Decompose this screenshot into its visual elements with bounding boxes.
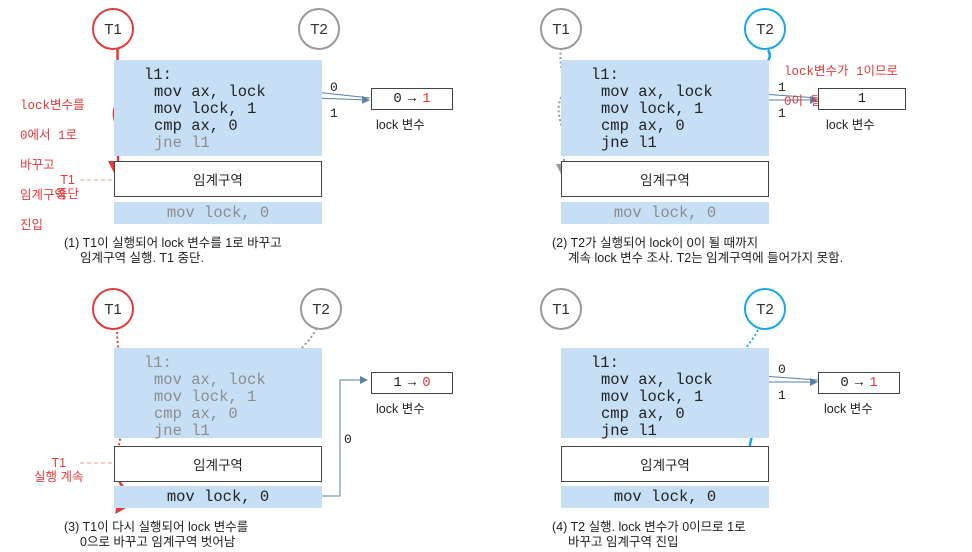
caption: (3) T1이 다시 실행되어 lock 변수를 0으로 바꾸고 임계구역 벗어… (64, 520, 249, 549)
panel-1: T1 T2 lock변수를 0에서 1로 바꾸고 임계구역 진입 l1: mov… (0, 0, 486, 276)
lock-box: 1 (818, 88, 906, 110)
t1-thread-circle: T1 (92, 288, 134, 330)
lock-caption: lock 변수 (376, 402, 425, 416)
write-arrow (314, 95, 370, 104)
critical-section: 임계구역 (561, 446, 769, 482)
write-value: 1 (330, 106, 338, 121)
t2-thread-circle: T2 (744, 288, 786, 330)
code-block: l1: mov ax, lock mov lock, 1 cmp ax, 0 j… (561, 348, 769, 440)
lock-box: 0→1 (371, 88, 453, 110)
lock-box: 1→0 (371, 372, 453, 394)
critical-section: 임계구역 (114, 161, 322, 197)
unlock-instruction: mov lock, 0 (114, 486, 322, 508)
read-value: 1 (778, 80, 786, 95)
side-note: lock변수를 0에서 1로 바꾸고 임계구역 진입 (20, 99, 85, 233)
code-block: l1: mov ax, lock mov lock, 1 cmp ax, 0 j… (114, 60, 322, 156)
write-value: 1 (778, 388, 786, 403)
read-value: 0 (778, 362, 786, 377)
caption: (4) T2 실행. lock 변수가 0이므로 1로 바꾸고 임계구역 진입 (552, 520, 746, 549)
panel-2: T1 T2 lock변수가 1이므로 0이 될 때까지 반복 l1: mov a… (486, 0, 972, 276)
read-arrow (760, 372, 819, 381)
caption: (1) T1이 실행되어 lock 변수를 1로 바꾸고 임계구역 실행. T1… (64, 236, 282, 265)
unlock-write-arrow (322, 376, 368, 497)
critical-section: 임계구역 (114, 446, 322, 482)
panel-4: T1 T2 l1: mov ax, lock mov lock, 1 cmp a… (486, 276, 972, 552)
read-arrow (313, 88, 371, 99)
read-value: 0 (330, 80, 338, 95)
unlock-instruction: mov lock, 0 (561, 486, 769, 508)
unlock-instruction: mov lock, 0 (114, 202, 322, 224)
lock-box: 0→1 (818, 372, 900, 394)
pause-label: T1 중단 (56, 173, 80, 201)
code-block: l1: mov ax, lock mov lock, 1 cmp ax, 0 j… (114, 348, 322, 440)
lock-caption: lock 변수 (824, 402, 873, 416)
panel-3: T1 T2 l1: mov ax, lock mov lock, 1 cmp a… (0, 276, 486, 552)
write-value: 0 (344, 432, 352, 447)
critical-section: 임계구역 (561, 161, 769, 197)
code-block: l1: mov ax, lock mov lock, 1 cmp ax, 0 j… (561, 60, 769, 156)
t1-thread-circle: T1 (540, 288, 582, 330)
resume-label: T1 실행 계속 (34, 456, 84, 484)
t1-thread-circle: T1 (540, 8, 582, 50)
unlock-instruction: mov lock, 0 (561, 202, 769, 224)
lock-caption: lock 변수 (826, 118, 875, 132)
t2-thread-circle: T2 (298, 8, 340, 50)
t2-thread-circle: T2 (744, 8, 786, 50)
write-value: 1 (778, 106, 786, 121)
t1-thread-circle: T1 (92, 8, 134, 50)
read-arrow (760, 90, 819, 99)
lock-caption: lock 변수 (376, 118, 425, 132)
caption: (2) T2가 실행되어 lock이 0이 될 때까지 계속 lock 변수 조… (552, 236, 844, 265)
t2-thread-circle: T2 (300, 288, 342, 330)
